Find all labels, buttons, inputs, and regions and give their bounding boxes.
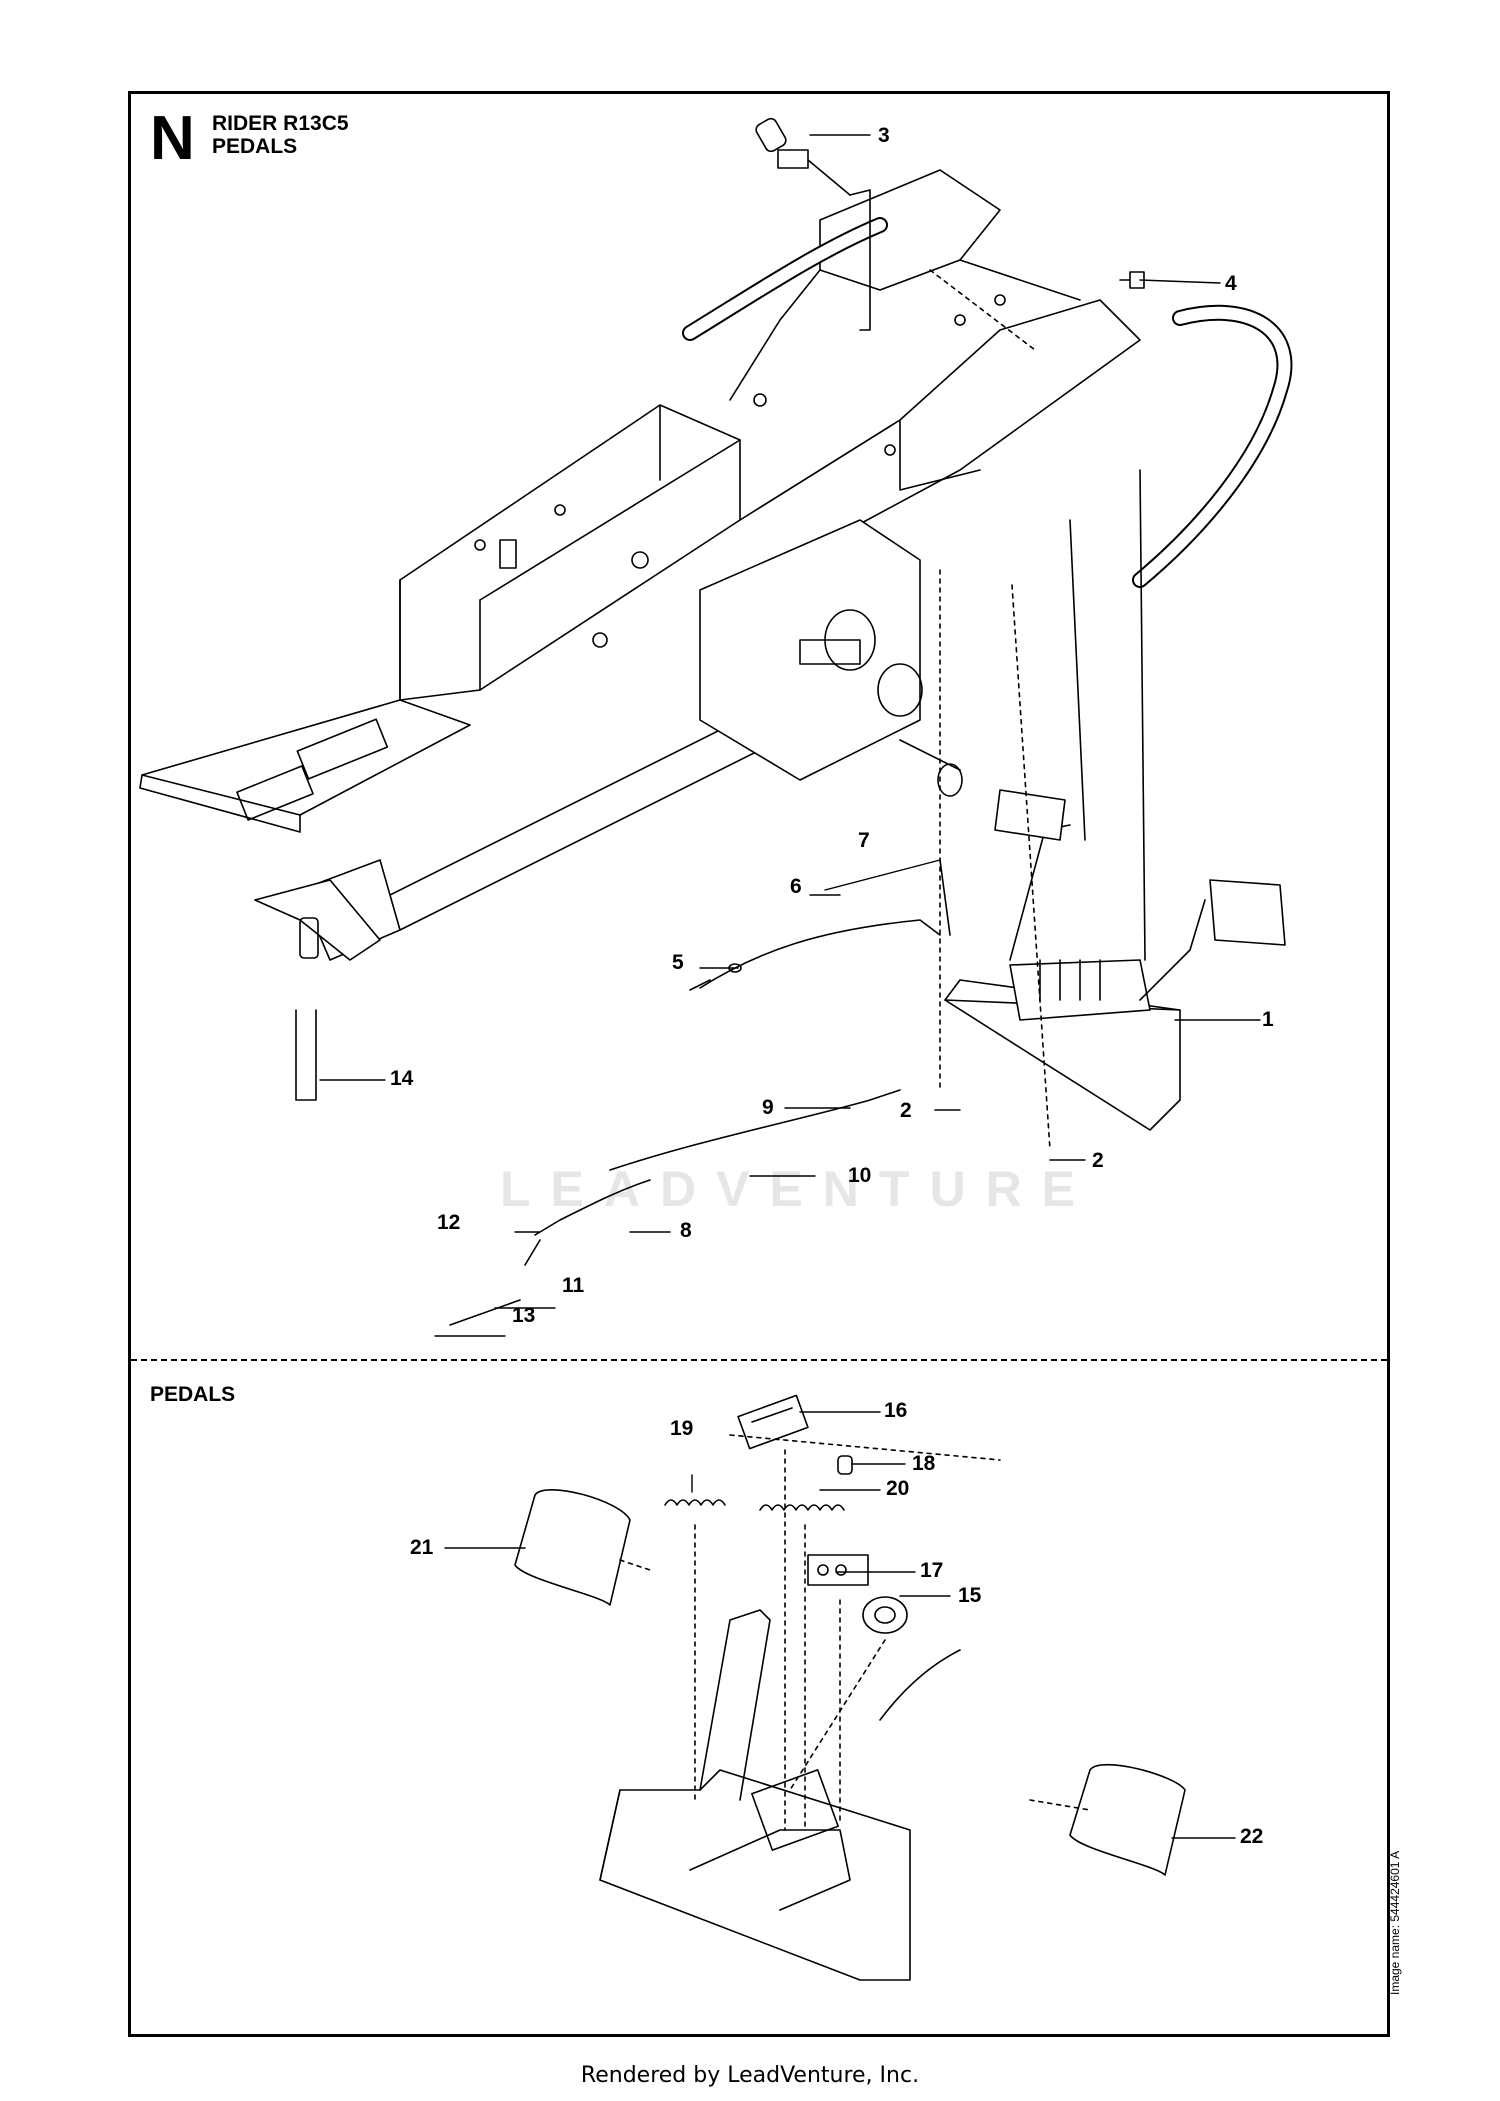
- footer-credit: Rendered by LeadVenture, Inc.: [580, 2063, 920, 2088]
- callout-8: 8: [680, 1219, 692, 1242]
- callout-10: 10: [848, 1164, 872, 1187]
- callout-1: 1: [1262, 1008, 1274, 1031]
- diagram-title: RIDER R13C5 PEDALS: [212, 112, 349, 158]
- image-name-note: Image name: 544424601 A: [1388, 1850, 1402, 1995]
- callout-7: 7: [858, 829, 870, 852]
- callout-leaders: [320, 135, 1260, 1838]
- grab-handles-drawing: [690, 225, 1284, 580]
- callout-18: 18: [912, 1452, 936, 1475]
- section-letter: N: [150, 104, 195, 173]
- section-divider: [131, 1359, 1387, 1361]
- callout-21: 21: [410, 1536, 434, 1559]
- pedal-assembly-drawing: [930, 270, 1285, 1150]
- detail-section-label: PEDALS: [150, 1383, 236, 1406]
- callout-9: 9: [762, 1096, 774, 1119]
- callout-6: 6: [790, 875, 802, 898]
- callout-22: 22: [1240, 1825, 1264, 1848]
- callout-2-right: 2: [1092, 1149, 1104, 1172]
- callout-5: 5: [672, 951, 684, 974]
- callout-13: 13: [512, 1304, 536, 1327]
- title-line-1: RIDER R13C5: [212, 112, 349, 135]
- callout-11: 11: [562, 1274, 585, 1297]
- drawing-frame: [128, 91, 1390, 2037]
- callout-14: 14: [390, 1067, 414, 1090]
- pin-14-drawing: [255, 880, 380, 1100]
- pedals-detail-drawing: [515, 1395, 1185, 1980]
- callout-3: 3: [878, 124, 890, 147]
- callout-17: 17: [920, 1559, 944, 1582]
- cables-drawing: [450, 860, 950, 1325]
- callout-20: 20: [886, 1477, 910, 1500]
- callout-15: 15: [958, 1584, 982, 1607]
- watermark: LEADVENTURE: [500, 1161, 1096, 1217]
- switch-drawing: [754, 117, 870, 330]
- callout-16: 16: [884, 1399, 908, 1422]
- callout-2-left: 2: [900, 1099, 912, 1122]
- callout-4: 4: [1225, 272, 1237, 295]
- callout-12: 12: [437, 1211, 461, 1234]
- chassis-frame-drawing: [140, 170, 1140, 960]
- callout-19: 19: [670, 1417, 694, 1440]
- title-line-2: PEDALS: [212, 135, 298, 158]
